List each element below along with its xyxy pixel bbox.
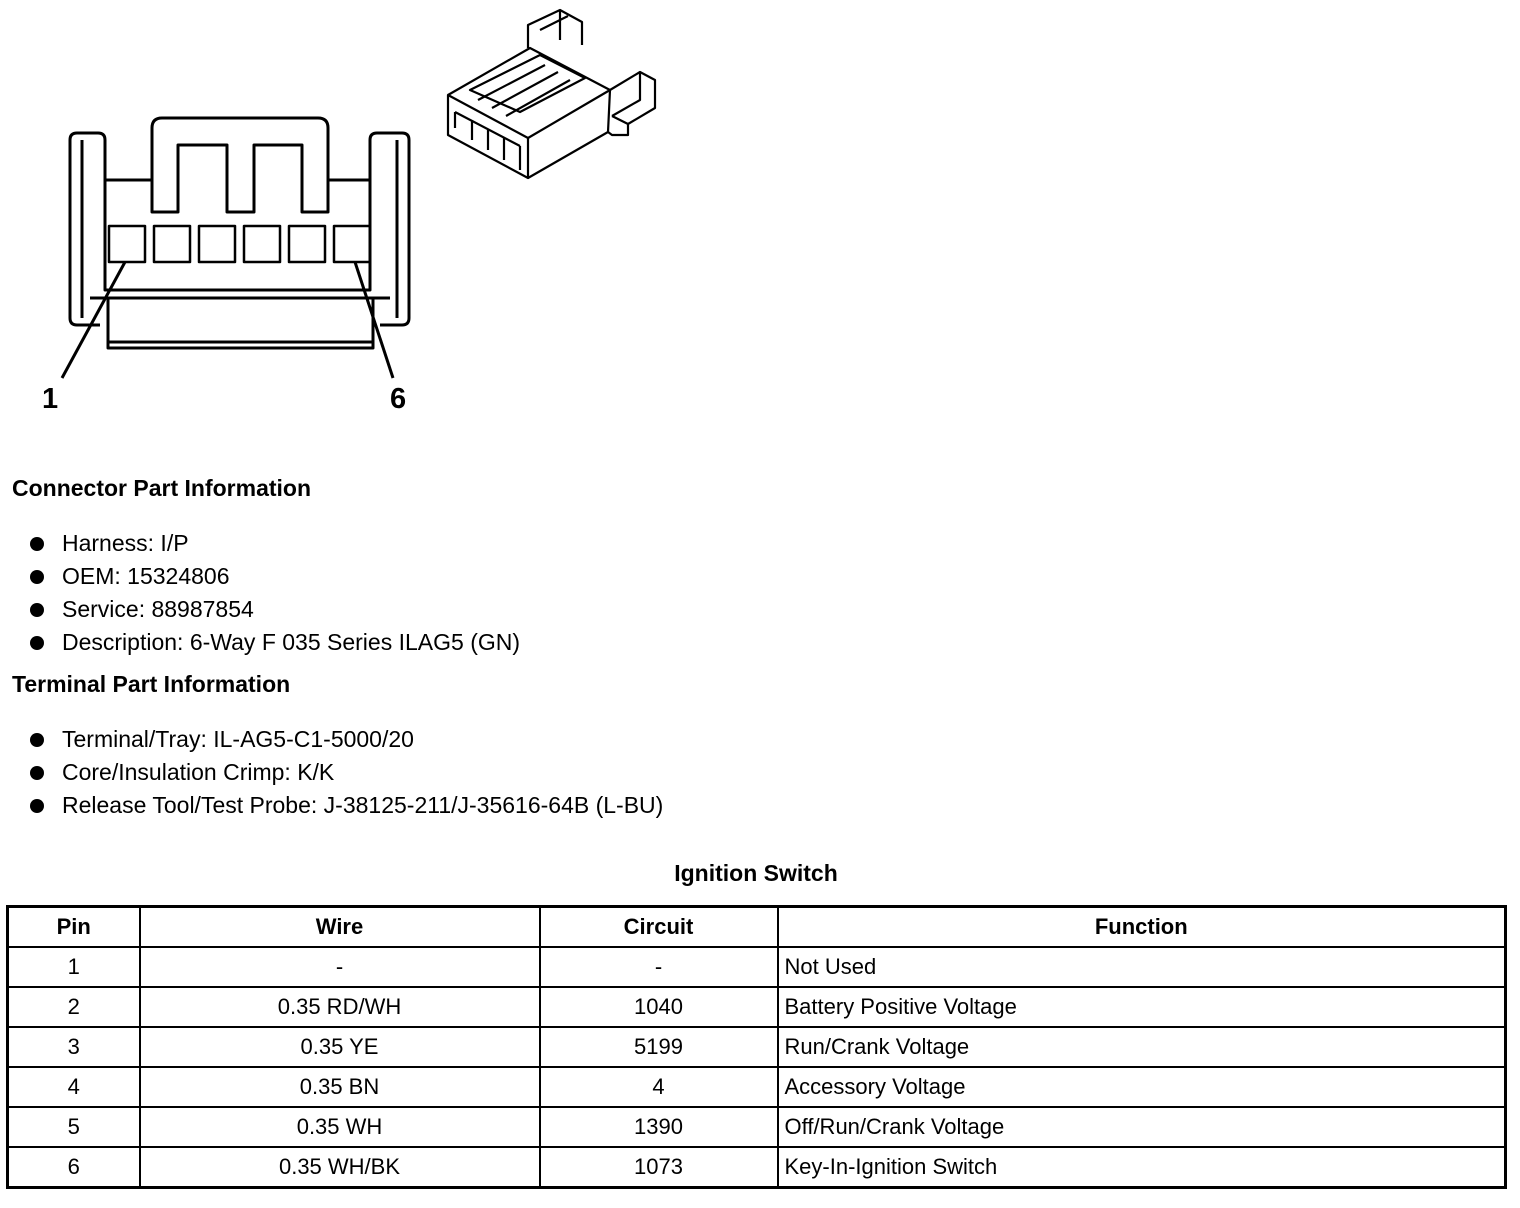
list-item: Release Tool/Test Probe: J-38125-211/J-3… bbox=[28, 789, 663, 822]
cavity-5 bbox=[287, 224, 327, 264]
column-header-circuit: Circuit bbox=[538, 905, 779, 948]
cell-circuit: - bbox=[538, 946, 779, 988]
table-row: 5 0.35 WH 1390 Off/Run/Crank Voltage bbox=[6, 1106, 1507, 1148]
connector-diagram bbox=[60, 8, 657, 379]
table-row: 4 0.35 BN 4 Accessory Voltage bbox=[6, 1066, 1507, 1108]
cell-wire: 0.35 WH bbox=[138, 1106, 541, 1148]
table-header-row: Pin Wire Circuit Function bbox=[6, 905, 1507, 948]
pin-6-label: 6 bbox=[390, 383, 407, 415]
connector-info-list: Harness: I/P OEM: 15324806 Service: 8898… bbox=[28, 527, 520, 659]
cell-circuit: 1040 bbox=[538, 986, 779, 1028]
pin-cavities bbox=[107, 224, 372, 264]
pin-1-label: 1 bbox=[42, 383, 59, 415]
table-row: 2 0.35 RD/WH 1040 Battery Positive Volta… bbox=[6, 986, 1507, 1028]
cell-circuit: 4 bbox=[538, 1066, 779, 1108]
cell-pin: 6 bbox=[6, 1146, 141, 1189]
pin-table: Pin Wire Circuit Function 1 - - Not Used… bbox=[6, 905, 1507, 1189]
cavity-3 bbox=[197, 224, 237, 264]
connector-face-view bbox=[60, 116, 411, 379]
column-header-pin: Pin bbox=[6, 905, 141, 948]
cell-wire: - bbox=[138, 946, 541, 988]
cell-pin: 5 bbox=[6, 1106, 141, 1148]
cell-pin: 2 bbox=[6, 986, 141, 1028]
list-item: Core/Insulation Crimp: K/K bbox=[28, 756, 663, 789]
list-item: Service: 88987854 bbox=[28, 593, 520, 626]
cell-wire: 0.35 RD/WH bbox=[138, 986, 541, 1028]
table-title: Ignition Switch bbox=[674, 860, 838, 886]
table-row: 1 - - Not Used bbox=[6, 946, 1507, 988]
table-row: 3 0.35 YE 5199 Run/Crank Voltage bbox=[6, 1026, 1507, 1068]
column-header-wire: Wire bbox=[138, 905, 541, 948]
cell-circuit: 1073 bbox=[538, 1146, 779, 1189]
cell-function: Off/Run/Crank Voltage bbox=[776, 1106, 1507, 1148]
column-header-function: Function bbox=[776, 905, 1507, 948]
cell-function: Accessory Voltage bbox=[776, 1066, 1507, 1108]
cell-pin: 4 bbox=[6, 1066, 141, 1108]
cell-wire: 0.35 WH/BK bbox=[138, 1146, 541, 1189]
terminal-info-heading: Terminal Part Information bbox=[12, 671, 291, 697]
cell-wire: 0.35 YE bbox=[138, 1026, 541, 1068]
connector-isometric-view bbox=[446, 8, 657, 180]
table-row: 6 0.35 WH/BK 1073 Key-In-Ignition Switch bbox=[6, 1146, 1507, 1189]
cell-wire: 0.35 BN bbox=[138, 1066, 541, 1108]
list-item: Terminal/Tray: IL-AG5-C1-5000/20 bbox=[28, 723, 663, 756]
cavity-2 bbox=[152, 224, 192, 264]
cavity-1 bbox=[107, 224, 147, 264]
cell-circuit: 1390 bbox=[538, 1106, 779, 1148]
list-item: OEM: 15324806 bbox=[28, 560, 520, 593]
cell-function: Not Used bbox=[776, 946, 1507, 988]
cell-function: Run/Crank Voltage bbox=[776, 1026, 1507, 1068]
list-item: Description: 6-Way F 035 Series ILAG5 (G… bbox=[28, 626, 520, 659]
cavity-4 bbox=[242, 224, 282, 264]
cavity-6 bbox=[332, 224, 372, 264]
cell-function: Battery Positive Voltage bbox=[776, 986, 1507, 1028]
cell-function: Key-In-Ignition Switch bbox=[776, 1146, 1507, 1189]
cell-pin: 3 bbox=[6, 1026, 141, 1068]
cell-pin: 1 bbox=[6, 946, 141, 988]
cell-circuit: 5199 bbox=[538, 1026, 779, 1068]
list-item: Harness: I/P bbox=[28, 527, 520, 560]
terminal-info-list: Terminal/Tray: IL-AG5-C1-5000/20 Core/In… bbox=[28, 723, 663, 822]
connector-info-heading: Connector Part Information bbox=[12, 475, 312, 501]
